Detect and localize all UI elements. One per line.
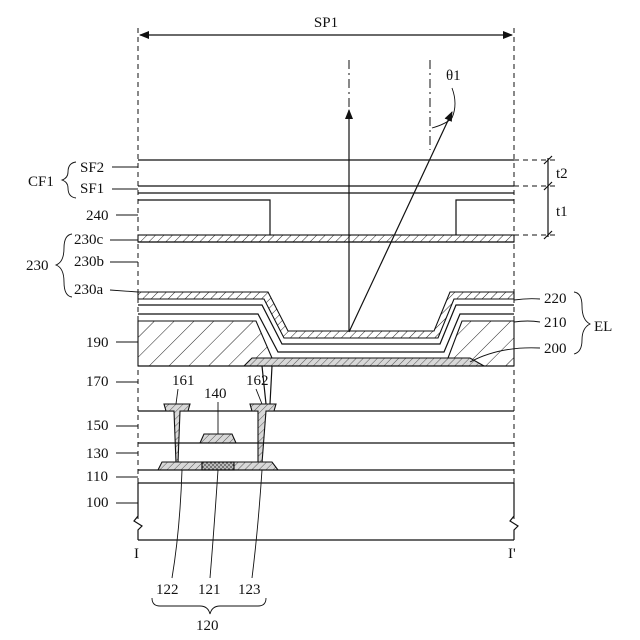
light-block-240-right (456, 200, 514, 235)
label-200: 200 (544, 341, 567, 357)
sp1-label: SP1 (314, 15, 338, 31)
leader-230a (110, 290, 138, 292)
leader-210 (514, 321, 540, 322)
theta1-label: θ1 (446, 68, 461, 84)
label-110: 110 (86, 469, 108, 485)
layer-230c (138, 235, 514, 242)
sf1-label: SF1 (80, 181, 104, 197)
label-240: 240 (86, 208, 109, 224)
anode-200 (244, 358, 484, 366)
label-162: 162 (246, 373, 269, 389)
label-230c: 230c (74, 232, 104, 248)
label-i: I (134, 546, 139, 562)
label-i-prime: I' (508, 546, 516, 562)
label-230a: 230a (74, 282, 104, 298)
label-170: 170 (86, 374, 109, 390)
leader-220 (514, 299, 540, 300)
cf1-brace (62, 162, 76, 198)
label-161: 161 (172, 373, 195, 389)
active-122 (158, 462, 202, 470)
cf1-label: CF1 (28, 174, 54, 190)
brace-230 (56, 234, 72, 297)
leader-121 (210, 470, 218, 578)
label-123: 123 (238, 582, 261, 598)
light-block-240-left (138, 200, 270, 235)
leader-122 (172, 470, 182, 578)
label-230b: 230b (74, 254, 104, 270)
label-122: 122 (156, 582, 179, 598)
label-150: 150 (86, 418, 109, 434)
oblique-light-arrow (349, 112, 452, 332)
label-121: 121 (198, 582, 221, 598)
t1-label: t1 (556, 204, 568, 220)
active-123 (234, 462, 278, 470)
label-el: EL (594, 319, 612, 335)
electrode-161 (164, 404, 190, 463)
leader-162 (256, 389, 262, 404)
t2-label: t2 (556, 166, 568, 182)
gate-140 (200, 434, 236, 443)
leader-161 (176, 389, 178, 404)
right-break-mark (510, 483, 518, 540)
label-120: 120 (196, 618, 219, 634)
sf2-label: SF2 (80, 160, 104, 176)
label-190: 190 (86, 335, 109, 351)
label-100: 100 (86, 495, 109, 511)
label-140: 140 (204, 386, 227, 402)
leader-123 (252, 470, 262, 578)
label-220: 220 (544, 291, 567, 307)
active-121 (202, 462, 234, 470)
brace-el (574, 292, 590, 354)
label-130: 130 (86, 446, 109, 462)
left-break-mark (134, 483, 142, 540)
theta1-leader (452, 88, 455, 118)
electrode-162 (250, 404, 276, 463)
label-230: 230 (26, 258, 49, 274)
label-210: 210 (544, 315, 567, 331)
brace-120 (152, 598, 266, 614)
